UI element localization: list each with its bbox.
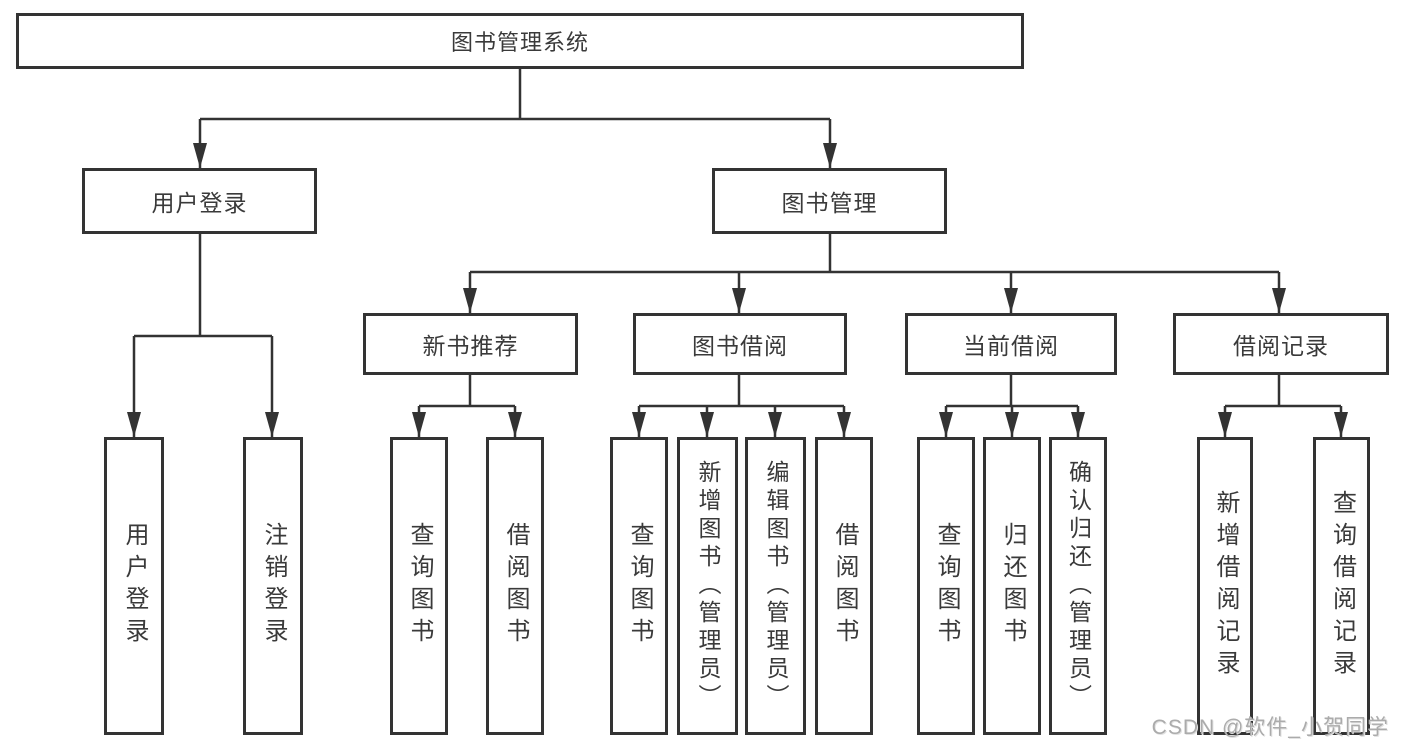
csdn-watermark: CSDN @软件_小贺同学 bbox=[1151, 716, 1389, 739]
node-book-management-module-label: 图书管理 bbox=[781, 190, 878, 216]
leaf-query-borrow-record-label: 查询借阅记录 bbox=[1328, 490, 1356, 682]
leaf-logout-label: 注销登录 bbox=[260, 522, 287, 650]
node-root-system-label: 图书管理系统 bbox=[450, 30, 589, 55]
leaf-borrow-books-label: 借阅图书 bbox=[831, 522, 858, 650]
leaf-edit-books-admin: 编辑图书（管理员） bbox=[745, 437, 806, 735]
node-root-system: 图书管理系统 bbox=[16, 13, 1024, 69]
leaf-add-borrow-record-label: 新增借阅记录 bbox=[1212, 490, 1239, 682]
leaf-borrow-query-books-label: 查询图书 bbox=[626, 522, 653, 650]
leaf-query-borrow-record: 查询借阅记录 bbox=[1313, 437, 1370, 735]
connector-new-book-branch bbox=[417, 375, 517, 437]
leaf-edit-books-admin-label: 编辑图书（管理员） bbox=[763, 460, 789, 712]
leaf-recommend-borrow-books-label: 借阅图书 bbox=[502, 522, 529, 650]
leaf-add-books-admin-label: 新增图书（管理员） bbox=[695, 460, 721, 712]
connector-book-borrow-branch bbox=[637, 375, 846, 437]
leaf-user-login-label: 用户登录 bbox=[121, 522, 148, 650]
node-borrow-records-label: 借阅记录 bbox=[1233, 333, 1329, 359]
leaf-add-books-admin: 新增图书（管理员） bbox=[677, 437, 738, 735]
connector-root-to-level2 bbox=[198, 69, 832, 168]
node-borrow-records: 借阅记录 bbox=[1173, 313, 1389, 375]
leaf-confirm-return-admin: 确认归还（管理员） bbox=[1049, 437, 1107, 735]
leaf-user-login: 用户登录 bbox=[104, 437, 164, 735]
leaf-return-books-label: 归还图书 bbox=[999, 522, 1026, 650]
leaf-current-query-books-label: 查询图书 bbox=[933, 522, 960, 650]
node-new-book-recommend-label: 新书推荐 bbox=[422, 333, 519, 359]
leaf-confirm-return-admin-label: 确认归还（管理员） bbox=[1065, 460, 1092, 712]
arrowheads bbox=[127, 143, 1348, 437]
node-user-login-module-label: 用户登录 bbox=[151, 190, 248, 216]
leaf-logout: 注销登录 bbox=[243, 437, 303, 735]
leaf-return-books: 归还图书 bbox=[983, 437, 1041, 735]
node-book-borrow: 图书借阅 bbox=[633, 313, 847, 375]
node-user-login-module: 用户登录 bbox=[82, 168, 317, 234]
node-current-borrow-label: 当前借阅 bbox=[963, 333, 1059, 359]
node-book-borrow-label: 图书借阅 bbox=[692, 333, 788, 359]
leaf-current-query-books: 查询图书 bbox=[917, 437, 975, 735]
connector-borrow-records-branch bbox=[1223, 375, 1343, 437]
node-new-book-recommend: 新书推荐 bbox=[363, 313, 578, 375]
node-book-management-module: 图书管理 bbox=[712, 168, 947, 234]
leaf-borrow-books: 借阅图书 bbox=[815, 437, 873, 735]
leaf-borrow-query-books: 查询图书 bbox=[610, 437, 668, 735]
connector-user-login-branch bbox=[132, 234, 274, 437]
leaf-recommend-borrow-books: 借阅图书 bbox=[486, 437, 544, 735]
node-current-borrow: 当前借阅 bbox=[905, 313, 1117, 375]
leaf-recommend-query-books: 查询图书 bbox=[390, 437, 448, 735]
connector-book-mgmt-branch bbox=[468, 234, 1281, 313]
leaf-add-borrow-record: 新增借阅记录 bbox=[1197, 437, 1253, 735]
leaf-recommend-query-books-label: 查询图书 bbox=[406, 522, 433, 650]
